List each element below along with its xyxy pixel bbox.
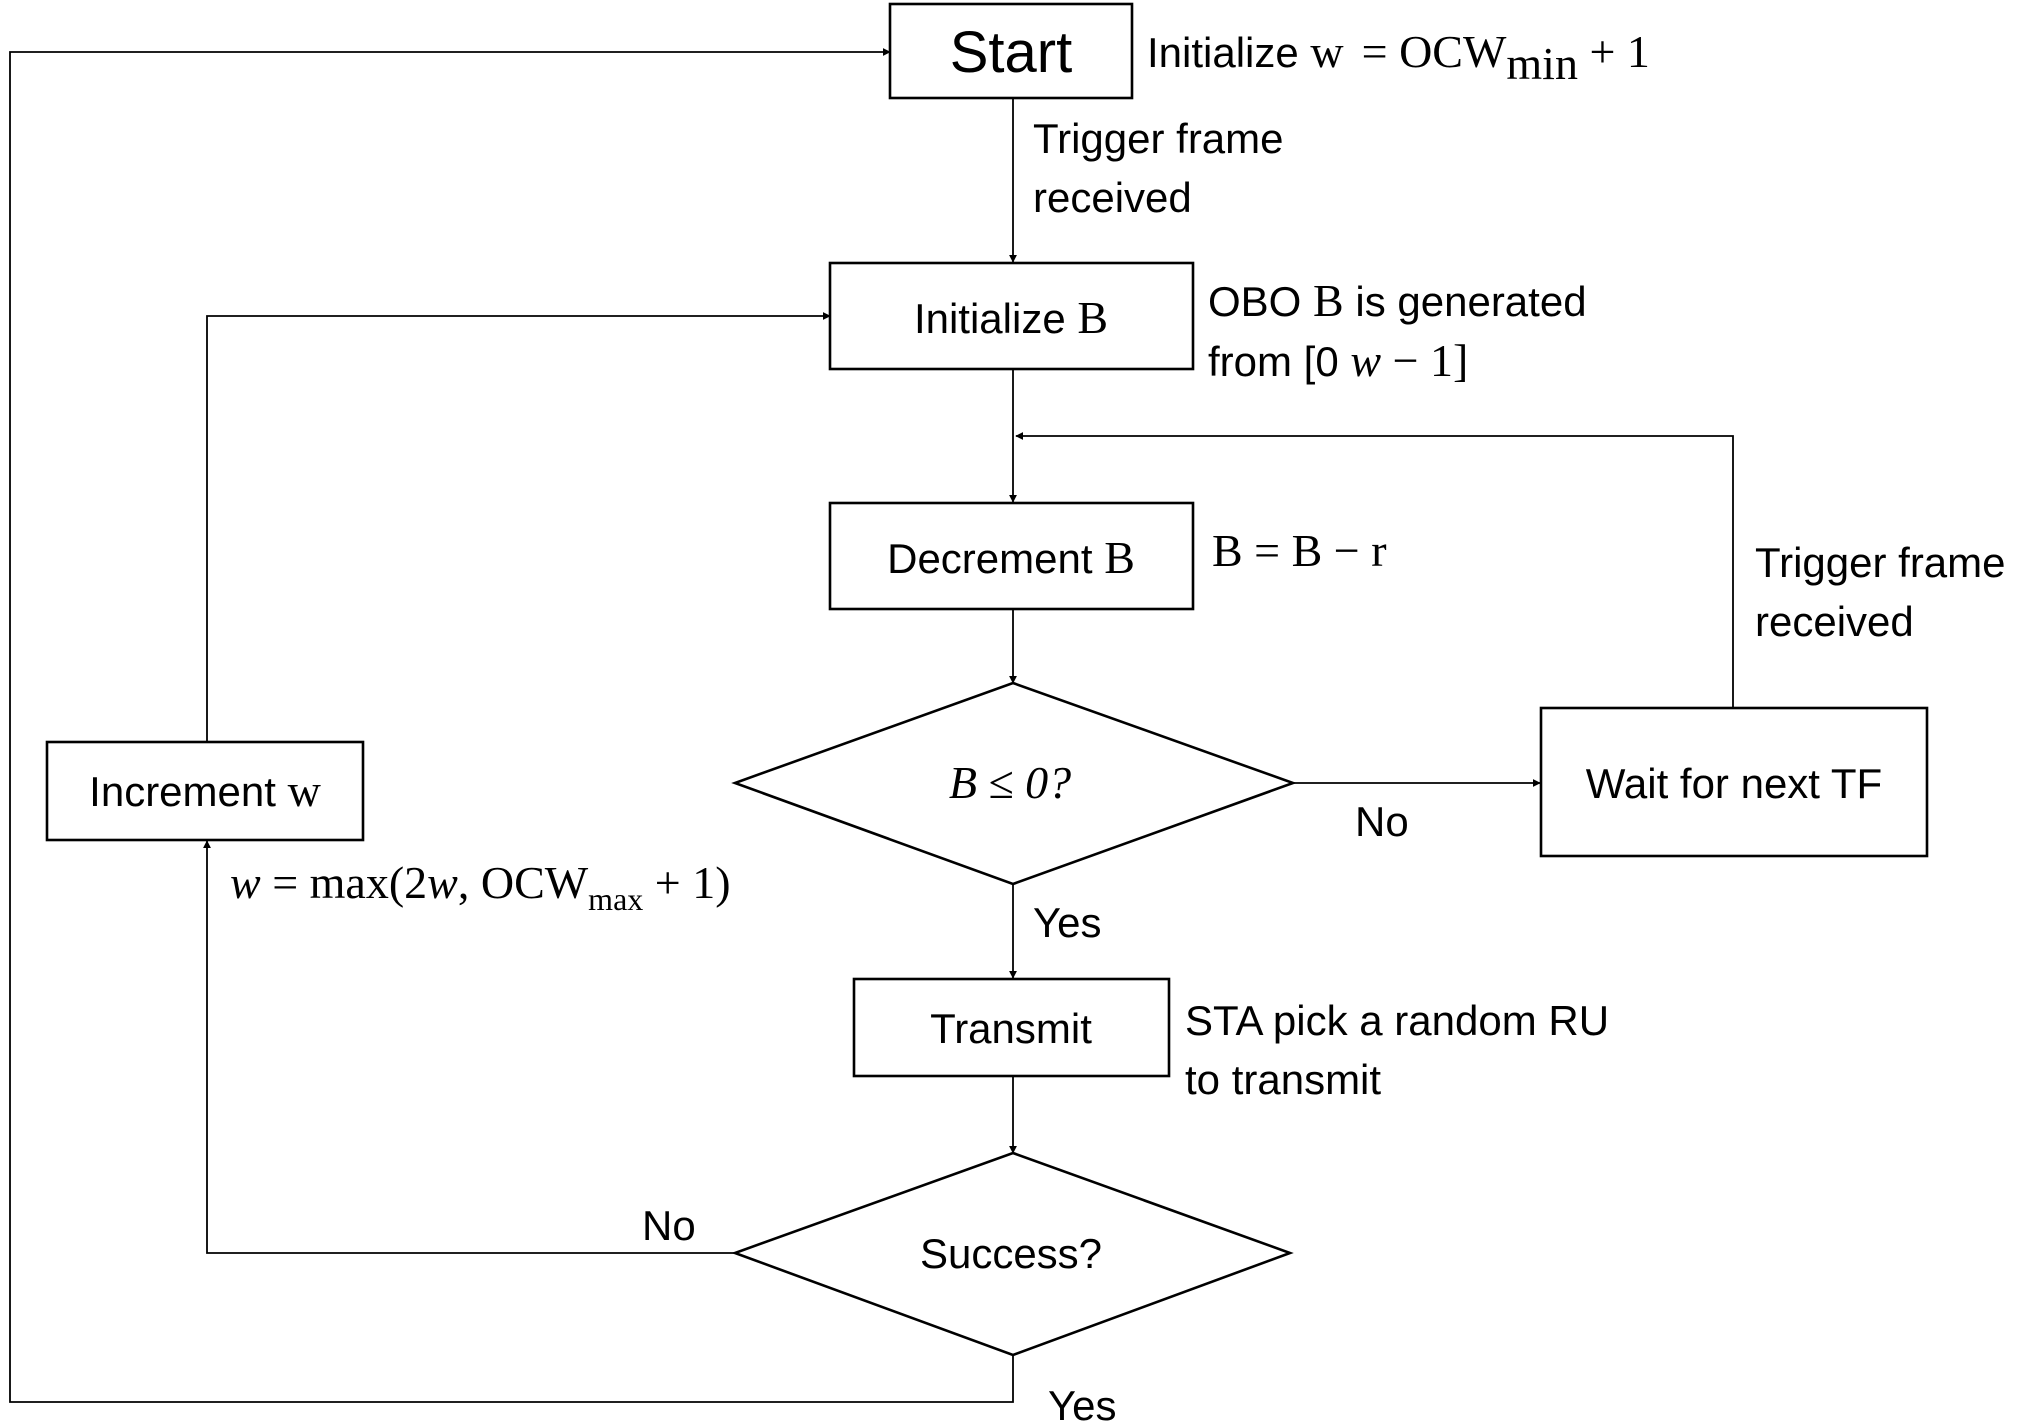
edge-success-no-to-increment: [203, 840, 735, 1254]
initialize-b-node: Initialize B: [828, 261, 1195, 371]
increment-w-node: Increment w: [45, 740, 365, 842]
decrement-b-node: Decrement B: [828, 501, 1195, 611]
trigger-right-note: Trigger frame received: [1755, 539, 2017, 645]
wait-label: Wait for next TF: [1586, 760, 1882, 807]
obo-note-line1: OBO B is generated: [1208, 275, 1587, 326]
success-yes-label: Yes: [1048, 1382, 1117, 1425]
decision-yes-label: Yes: [1033, 899, 1102, 946]
edge-wait-loop-to-decrement: [1015, 432, 1734, 707]
start-node: Start: [888, 2, 1134, 100]
wait-node: Wait for next TF: [1539, 706, 1929, 858]
edge-increment-to-initialize: [206, 312, 831, 742]
success-node: Success?: [731, 1151, 1294, 1357]
success-no-label: No: [642, 1202, 696, 1249]
success-label: Success?: [920, 1230, 1102, 1277]
w-update-equation: w = max(2w, OCWmax + 1): [230, 857, 731, 917]
initialize-b-label: Initialize B: [914, 292, 1108, 343]
decision-b-label: B ≤ 0?: [949, 757, 1071, 808]
trigger-top-note: Trigger frame received: [1033, 115, 1295, 221]
edge-success-yes-to-start: [9, 48, 1014, 1403]
increment-w-label: Increment w: [89, 765, 321, 816]
decrement-equation: B = B − r: [1212, 525, 1387, 576]
decrement-b-label: Decrement B: [887, 532, 1135, 583]
start-label: Start: [950, 20, 1073, 85]
decision-no-label: No: [1355, 798, 1409, 845]
obo-note-line2: from [0 w − 1]: [1208, 335, 1468, 386]
transmit-label: Transmit: [930, 1005, 1092, 1052]
sta-note: STA pick a random RU to transmit: [1185, 997, 1621, 1103]
decision-b-node: B ≤ 0?: [731, 681, 1297, 886]
start-init-note: Initialize w= OCWmin + 1: [1147, 26, 1650, 89]
transmit-node: Transmit: [852, 977, 1171, 1078]
